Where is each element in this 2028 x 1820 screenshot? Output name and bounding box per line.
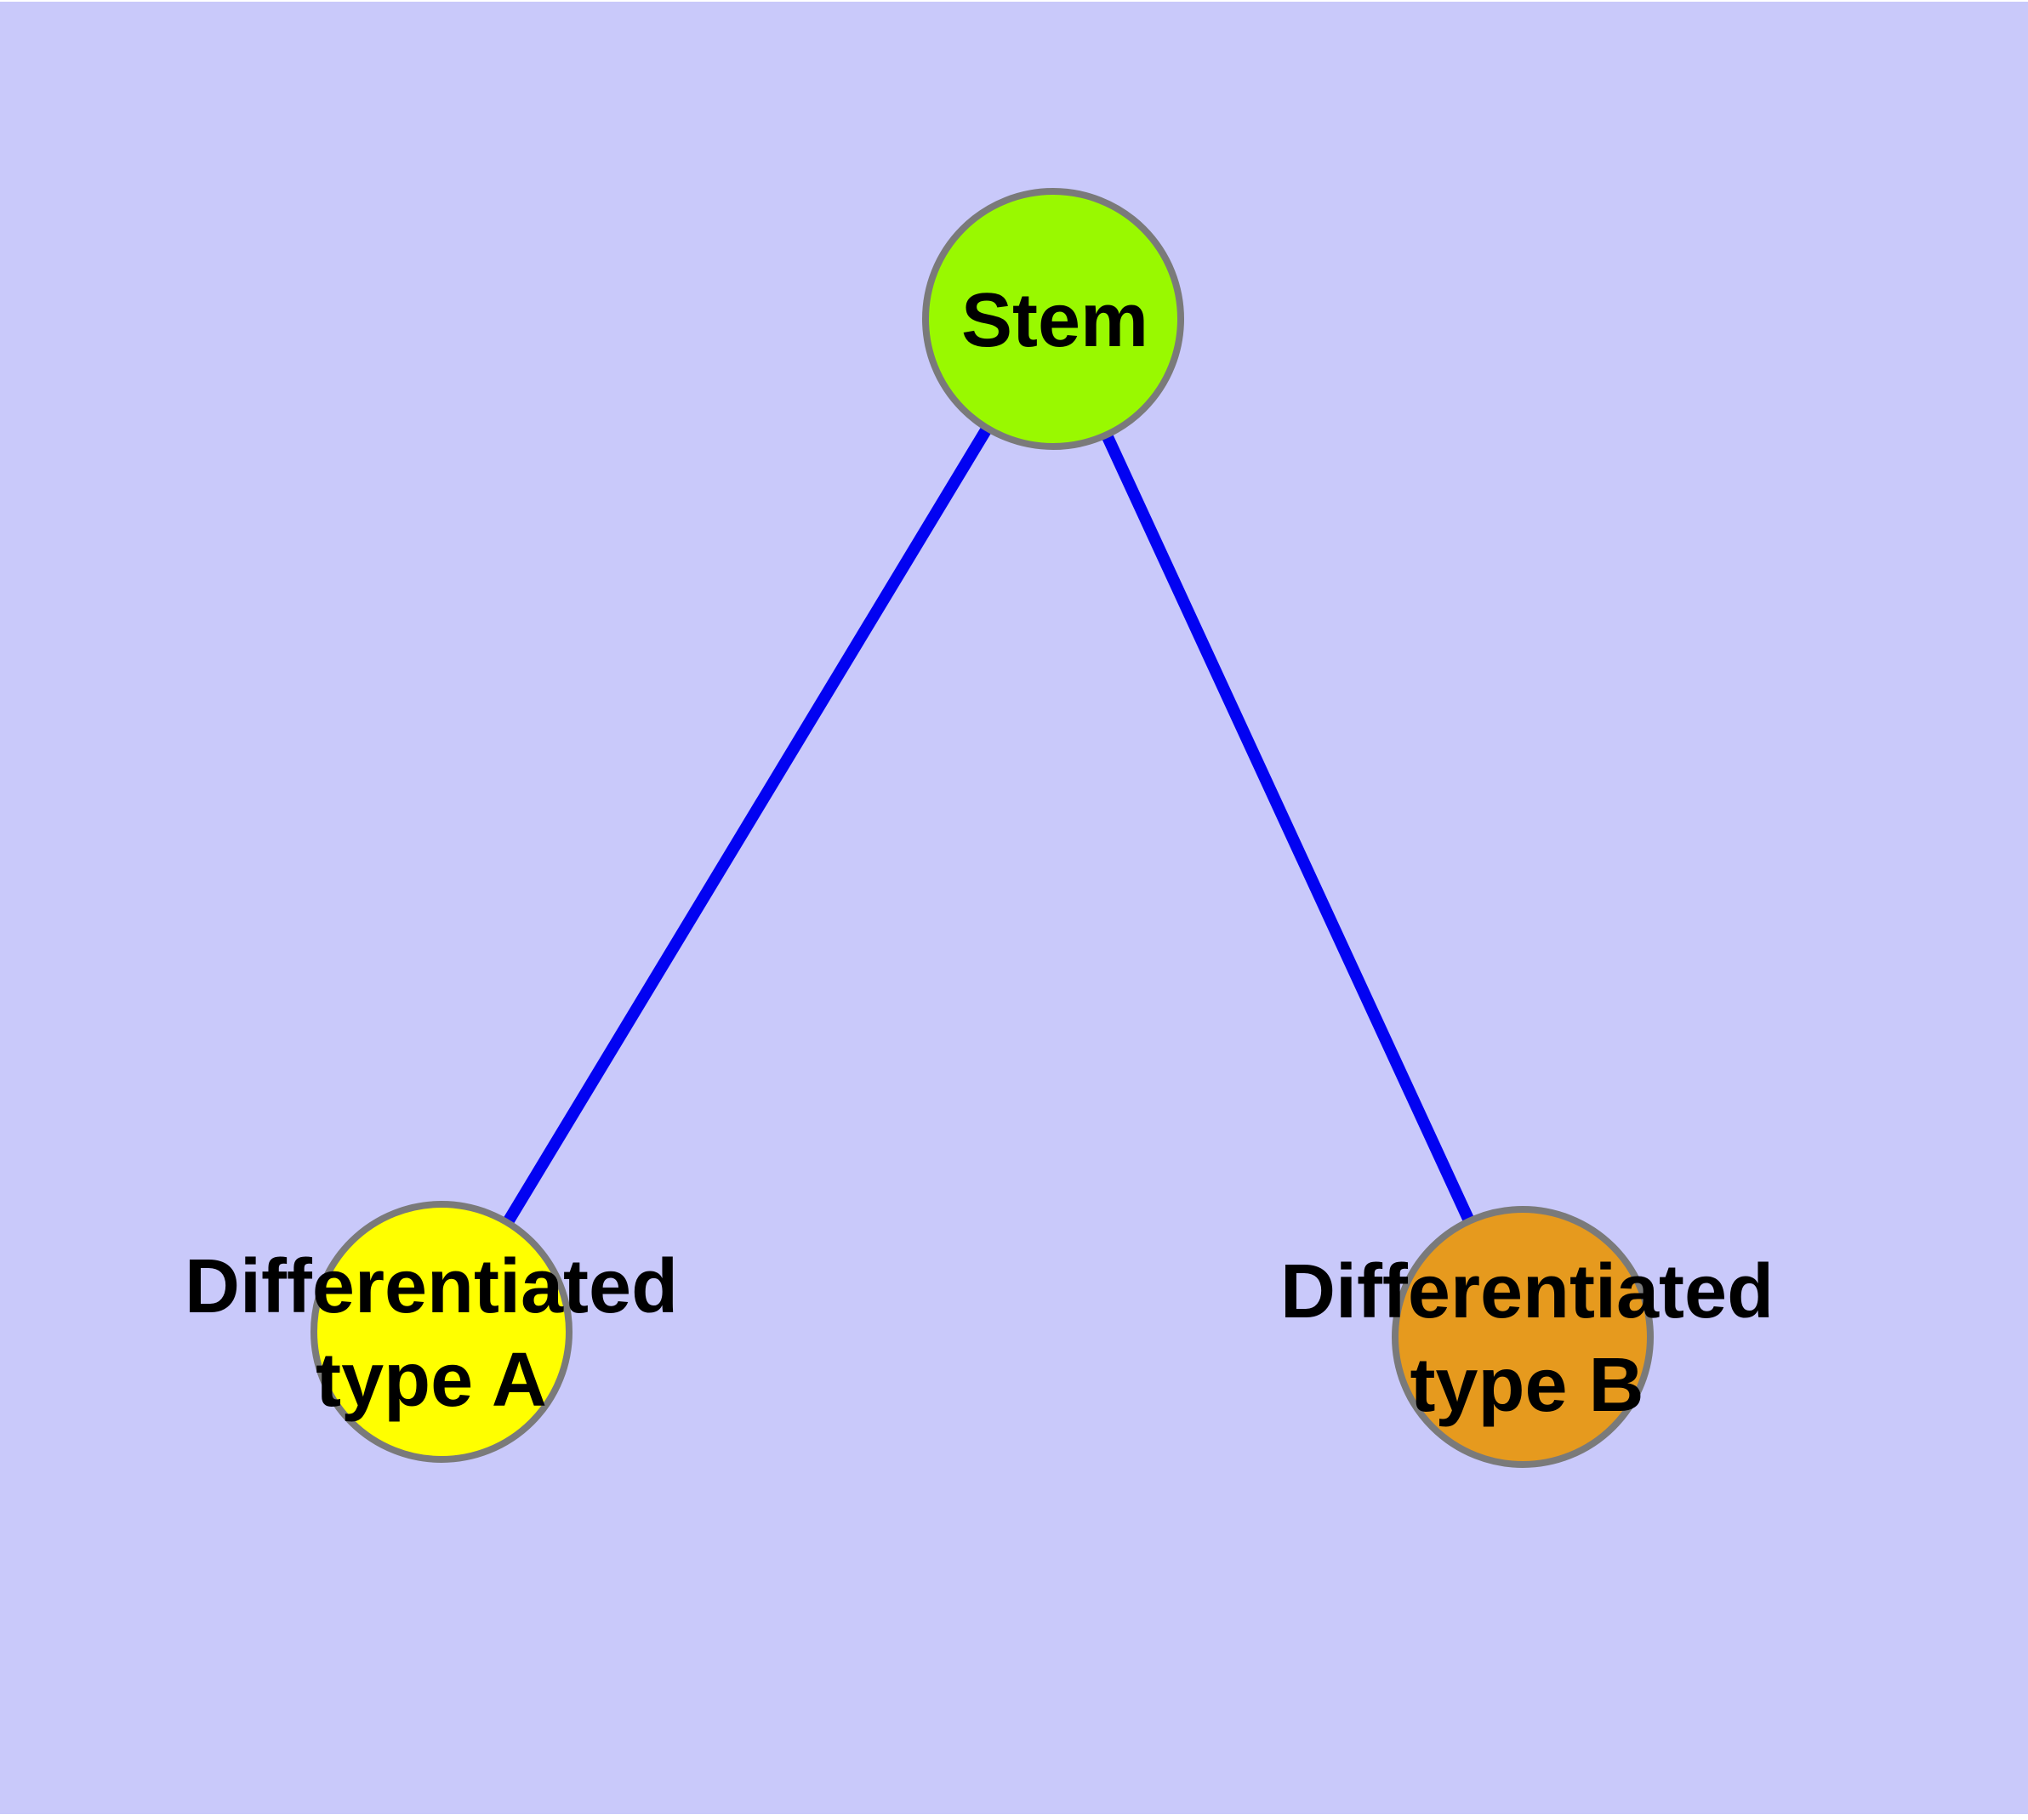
- node-type-b-circle[interactable]: [1392, 1206, 1654, 1468]
- edge-stem-to-type-a[interactable]: [436, 316, 1058, 1335]
- node-type-a-circle[interactable]: [310, 1201, 573, 1463]
- node-stem-circle[interactable]: [922, 188, 1184, 450]
- edge-stem-to-type-b[interactable]: [1047, 316, 1529, 1339]
